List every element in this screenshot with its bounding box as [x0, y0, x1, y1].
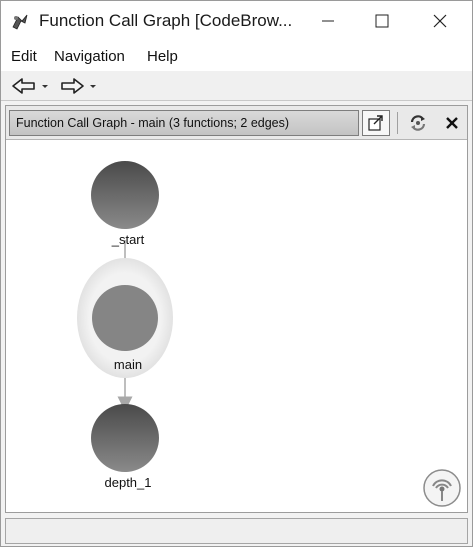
refresh-icon	[410, 115, 426, 131]
title-bar[interactable]: Function Call Graph [CodeBrow...	[1, 1, 472, 41]
panel-title: Function Call Graph - main (3 functions;…	[16, 116, 290, 130]
graph-node-depth-1[interactable]	[91, 404, 159, 472]
forward-button[interactable]	[59, 75, 99, 97]
function-call-graph-panel: Function Call Graph - main (3 functions;…	[5, 105, 468, 513]
menu-navigation[interactable]: Navigation	[54, 48, 125, 65]
window-close-button[interactable]	[413, 1, 467, 41]
maximize-button[interactable]	[355, 1, 409, 41]
back-button[interactable]	[11, 75, 51, 97]
panel-title-tab[interactable]: Function Call Graph - main (3 functions;…	[9, 110, 359, 136]
arrow-right-icon	[61, 78, 84, 94]
dropdown-chevron-icon[interactable]	[88, 81, 98, 91]
window-title: Function Call Graph [CodeBrow...	[39, 11, 293, 30]
ghidra-app-icon	[12, 14, 28, 30]
graph-node-main[interactable]	[92, 285, 158, 351]
arrow-left-icon	[12, 78, 35, 94]
minimize-icon	[322, 20, 334, 22]
node-label: depth_1	[104, 475, 152, 490]
menu-bar: Edit Navigation Help	[1, 41, 472, 71]
node-label: main	[113, 357, 143, 372]
export-button[interactable]	[362, 110, 390, 136]
minimize-button[interactable]	[301, 1, 355, 41]
call-graph-svg	[77, 161, 173, 472]
close-icon	[446, 117, 458, 129]
menu-help[interactable]: Help	[147, 48, 178, 65]
close-icon	[433, 14, 447, 28]
maximize-icon	[375, 14, 389, 28]
toolbar	[1, 71, 472, 101]
dropdown-chevron-icon[interactable]	[40, 81, 50, 91]
refresh-button[interactable]	[404, 110, 432, 136]
panel-close-button[interactable]	[438, 110, 466, 136]
menu-edit[interactable]: Edit	[11, 48, 37, 65]
satellite-view-icon[interactable]	[422, 468, 462, 508]
graph-canvas[interactable]: _start main depth_1	[6, 140, 467, 512]
export-icon	[368, 115, 383, 131]
status-bar	[5, 518, 468, 544]
node-label: _start	[111, 232, 145, 247]
header-separator	[397, 112, 398, 134]
panel-header: Function Call Graph - main (3 functions;…	[6, 106, 467, 140]
graph-node-start[interactable]	[91, 161, 159, 229]
